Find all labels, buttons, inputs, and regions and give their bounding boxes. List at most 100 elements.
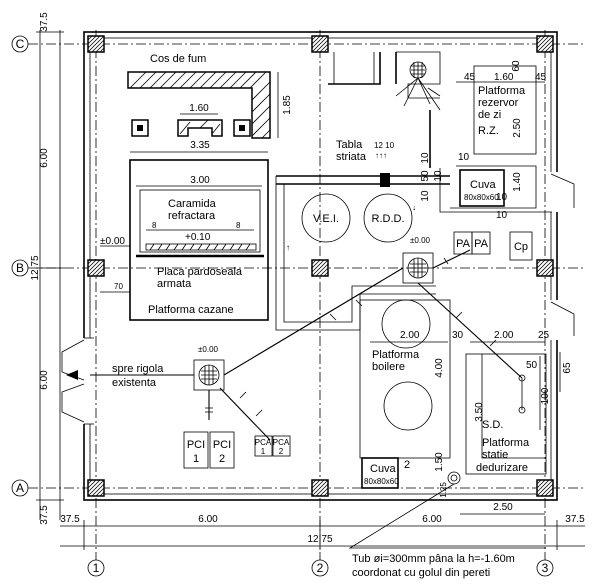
svg-text:80x80x60: 80x80x60 [364,477,399,486]
svg-text:4.00: 4.00 [434,358,445,378]
boiler-platform: 3.35 3.00 Caramida refractara 8 8 +0.10 … [100,140,269,321]
svg-text:2: 2 [404,459,410,471]
svg-text:Tub øi=300mm pâna la h=-1.60m: Tub øi=300mm pâna la h=-1.60m [352,553,515,565]
svg-text:3.35: 3.35 [190,140,210,151]
svg-text:6.00: 6.00 [198,514,218,525]
svg-text:↓: ↓ [412,203,416,212]
axis-bubble-c: C [11,35,29,53]
svg-text:coordonat cu golul din pereti: coordonat cu golul din pereti [352,567,490,579]
svg-text:de zi: de zi [478,109,501,121]
svg-text:existenta: existenta [112,377,157,389]
svg-text:70: 70 [114,282,123,291]
svg-text:3: 3 [542,561,549,575]
svg-text:2.50: 2.50 [512,118,523,138]
svg-text:3.50: 3.50 [474,402,485,422]
svg-text:striata: striata [336,151,367,163]
svg-text:PCA: PCA [273,438,290,447]
boilers-platform: 2.00 30 2.00 25 Platforma boilere 4.00 [359,299,550,459]
pci-2: PCI 2 [209,431,235,469]
svg-text:Caramida: Caramida [168,198,217,210]
svg-text:2: 2 [317,561,324,575]
pca-1: PCA 1 [254,435,273,457]
bottom-dimensions: 37.5 6.00 12.75 6.00 37.5 2.50 [60,502,585,550]
svg-text:spre rigola: spre rigola [112,363,164,375]
left-dimensions: 37.5 6.00 12.75 6.00 37.5 [30,12,64,525]
axis-bubble-3: 3 [536,559,554,577]
svg-text:PA: PA [474,238,489,250]
svg-text:PCI: PCI [187,439,205,451]
svg-text:10: 10 [458,152,470,163]
svg-text:6.00: 6.00 [39,370,50,390]
svg-text:↑: ↑ [286,243,290,252]
svg-text:2.00: 2.00 [400,330,420,341]
svg-text:2.50: 2.50 [493,502,513,513]
svg-text:8: 8 [152,221,157,230]
right-doors [550,172,575,340]
svg-text:45: 45 [464,72,476,83]
rigola-label: spre rigola existenta [112,363,164,389]
svg-text:R.Z.: R.Z. [478,125,499,137]
drain-pipes [90,249,523,441]
svg-text:1.60: 1.60 [494,72,514,83]
svg-text:PA: PA [456,238,471,250]
svg-text:37.5: 37.5 [60,514,80,525]
svg-text:boilere: boilere [372,361,405,373]
svg-text:65: 65 [562,362,573,374]
svg-text:30: 30 [452,330,464,341]
chimney: Cos de fum 1.60 1.85 [127,53,293,139]
softener-platform: 3.50 S.D. Platforma statie dedurizare 50… [465,352,573,475]
svg-text:10: 10 [420,190,431,202]
svg-text:80x80x60: 80x80x60 [464,193,499,202]
axis-lines [28,30,585,560]
svg-text:±0.00: ±0.00 [410,236,431,245]
svg-text:R.D.D.: R.D.D. [372,213,405,225]
svg-text:A: A [16,481,24,495]
svg-text:12.75: 12.75 [30,255,41,280]
svg-text:1: 1 [261,447,266,456]
svg-text:50: 50 [526,360,538,371]
svg-text:2.00: 2.00 [494,330,514,341]
left-door [61,337,94,425]
drain-arrow [66,370,78,380]
svg-text:12 10: 12 10 [374,141,395,150]
svg-text:rezervor: rezervor [478,97,519,109]
svg-text:V.E.I.: V.E.I. [313,213,339,225]
floor-drain-left: ±0.00 [193,345,225,391]
svg-text:Platforma: Platforma [482,437,530,449]
pipe-note: Tub øi=300mm pâna la h=-1.60m coordonat … [348,483,546,579]
svg-text:1: 1 [93,561,100,575]
vessels: V.E.I. R.D.D. ±0.00 PA PA Cp [301,193,533,261]
svg-text:1: 1 [193,453,199,465]
svg-text:6.00: 6.00 [422,514,442,525]
svg-text:1.25: 1.25 [439,482,448,498]
svg-text:Cuva: Cuva [470,179,497,191]
svg-text:Platforma cazane: Platforma cazane [148,304,234,316]
svg-text:refractara: refractara [168,210,216,222]
svg-text:37.5: 37.5 [39,505,50,525]
svg-text:1.85: 1.85 [282,95,293,115]
svg-text:Cp: Cp [514,241,528,253]
axis-bubble-2: 2 [311,559,329,577]
svg-text:25: 25 [538,330,550,341]
svg-text:Cos de fum: Cos de fum [150,53,206,65]
svg-text:45: 45 [535,72,547,83]
svg-text:↑↑↑: ↑↑↑ [375,151,387,160]
svg-text:1.40: 1.40 [512,172,523,192]
tank-platform: 45 1.60 45 60 Platforma rezervor de zi R… [420,60,552,221]
pca-2: PCA 2 [272,435,291,457]
svg-text:1.50: 1.50 [434,452,445,472]
svg-text:Platforma: Platforma [372,349,420,361]
svg-text:B: B [16,261,24,275]
svg-text:S.D.: S.D. [482,419,503,431]
svg-text:+0.10: +0.10 [185,232,211,243]
pci-1: PCI 1 [183,431,209,469]
cuva-bottom: Cuva 80x80x60 2 1.50 1.25 [361,452,461,498]
svg-text:8: 8 [236,221,241,230]
svg-text:Platforma: Platforma [478,85,526,97]
svg-text:1.60: 1.60 [189,103,209,114]
columns [87,35,554,497]
axis-bubble-a: A [11,479,29,497]
svg-text:armata: armata [157,278,192,290]
svg-text:37.5: 37.5 [39,12,50,32]
